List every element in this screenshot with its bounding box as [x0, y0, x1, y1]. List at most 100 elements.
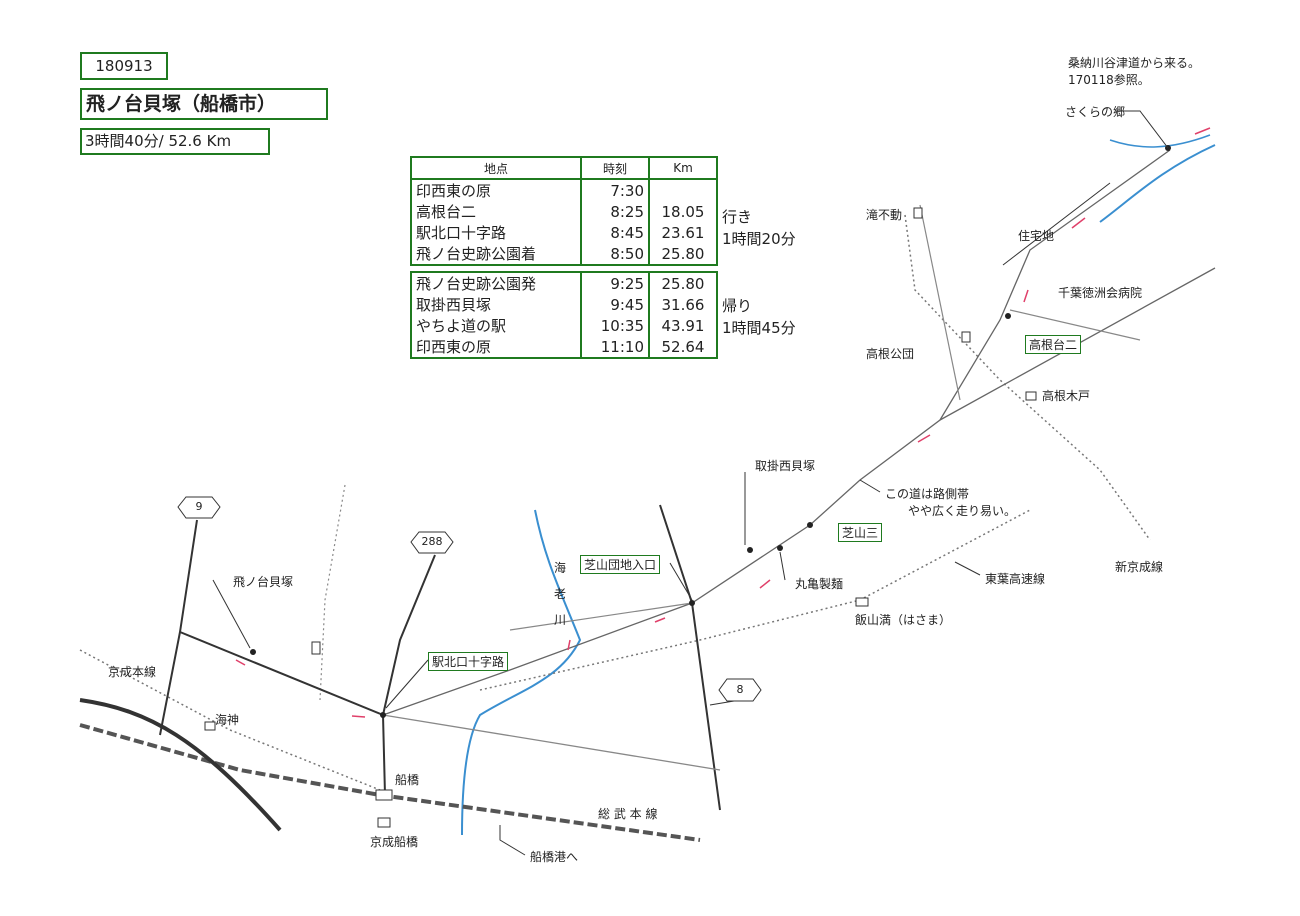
- shinkeisei-line: [904, 214, 1151, 541]
- label-takanekodan: 高根公団: [866, 347, 915, 361]
- char: 川: [553, 613, 566, 627]
- char: 老: [553, 587, 566, 601]
- route-8-shield: [718, 678, 762, 702]
- time: 11:10: [580, 336, 650, 358]
- col-header-place: 地点: [410, 156, 582, 180]
- place: 取掛西貝塚: [410, 294, 582, 315]
- stations: [204, 207, 1037, 828]
- route-288-label: 288: [421, 535, 443, 548]
- label-shinkeisei: 新京成線: [1115, 560, 1164, 574]
- date-label: 180913: [80, 52, 168, 80]
- time: 10:35: [580, 315, 650, 336]
- label-shibayama3: 芝山三: [838, 523, 883, 542]
- col-header-time: 時刻: [580, 156, 650, 180]
- km: 43.91: [648, 315, 718, 336]
- route-288-shield: [410, 531, 454, 554]
- label-marugame: 丸亀製麺: [795, 577, 844, 591]
- label-shibayamadanchi: 芝山団地入口: [580, 555, 661, 574]
- route-9-shield: [177, 496, 221, 519]
- note-line1: 桑納川谷津道から来る。: [1068, 56, 1201, 70]
- label-kaijin: 海神: [215, 713, 240, 727]
- label-sakura: さくらの郷: [1065, 105, 1126, 119]
- time: 7:30: [580, 179, 650, 201]
- time: 8:25: [580, 201, 650, 222]
- place: 飛ノ台史跡公園着: [410, 243, 582, 265]
- time: 8:50: [580, 243, 650, 265]
- bay-line: [79, 698, 282, 832]
- label-road-note2: やや広く走り易い。: [908, 504, 1017, 518]
- road-misc: [509, 204, 1141, 631]
- sobu-line: [79, 723, 701, 842]
- return-label: 帰り: [722, 297, 753, 315]
- road-south: [382, 714, 721, 771]
- place: 駅北口十字路: [410, 222, 582, 243]
- rail-north: [319, 484, 346, 701]
- toyo-line: [479, 509, 1031, 691]
- keisei-line: [79, 649, 381, 791]
- label-takanedai2: 高根台二: [1025, 335, 1082, 354]
- route-288: [381, 554, 436, 796]
- route-main: [382, 149, 1171, 716]
- label-takanekido: 高根木戸: [1042, 389, 1091, 403]
- char: 海: [553, 561, 566, 575]
- route-8-label: 8: [736, 683, 744, 696]
- waypoints: [250, 145, 1171, 718]
- outbound-note: 行き 1時間20分: [722, 206, 796, 250]
- label-tokushukai: 千葉徳洲会病院: [1058, 286, 1143, 300]
- trip-summary: 3時間40分/ 52.6 Km: [80, 128, 270, 155]
- label-torikake: 取掛西貝塚: [755, 459, 816, 473]
- label-jutaku: 住宅地: [1018, 229, 1055, 243]
- leader-lines: [212, 110, 1169, 856]
- river-northeast-2: [1109, 134, 1211, 148]
- label-keiseifunabashi: 京成船橋: [370, 835, 419, 849]
- label-ekikita: 駅北口十字路: [428, 652, 509, 671]
- place: 高根台二: [410, 201, 582, 222]
- km: 31.66: [648, 294, 718, 315]
- return-duration: 1時間45分: [722, 319, 796, 337]
- label-funabashi: 船橋: [395, 773, 420, 787]
- km: [648, 179, 718, 201]
- km: 52.64: [648, 336, 718, 358]
- time: 9:25: [580, 272, 650, 294]
- label-road-note1: この道は路側帯: [885, 487, 970, 501]
- label-ebigawa: 海老川: [553, 555, 567, 633]
- outbound-label: 行き: [722, 208, 753, 226]
- route-9-label: 9: [195, 500, 203, 513]
- label-toyo: 東葉高速線: [985, 572, 1046, 586]
- time: 9:45: [580, 294, 650, 315]
- km: 25.80: [648, 243, 718, 265]
- col-header-km: Km: [648, 156, 718, 180]
- outbound-duration: 1時間20分: [722, 230, 796, 248]
- page-title: 飛ノ台貝塚（船橋市）: [80, 88, 328, 120]
- place: 印西東の原: [410, 179, 582, 201]
- note-line2: 170118参照。: [1068, 73, 1150, 87]
- direction-arrows: [235, 127, 1211, 718]
- place: やちよ道の駅: [410, 315, 582, 336]
- river-northeast: [1099, 144, 1216, 223]
- label-hasama: 飯山満（はさま）: [855, 613, 952, 627]
- place: 飛ノ台史跡公園発: [410, 272, 582, 294]
- time: 8:45: [580, 222, 650, 243]
- km: 23.61: [648, 222, 718, 243]
- label-sobu: 総 武 本 線: [598, 807, 658, 821]
- return-note: 帰り 1時間45分: [722, 295, 796, 339]
- km: 25.80: [648, 272, 718, 294]
- label-tobinodai: 飛ノ台貝塚: [233, 575, 294, 589]
- label-port: 船橋港へ: [530, 850, 579, 864]
- route-8: [659, 504, 721, 811]
- ebigawa-river: [461, 509, 582, 836]
- label-takifudo: 滝不動: [866, 208, 903, 222]
- place: 印西東の原: [410, 336, 582, 358]
- km: 18.05: [648, 201, 718, 222]
